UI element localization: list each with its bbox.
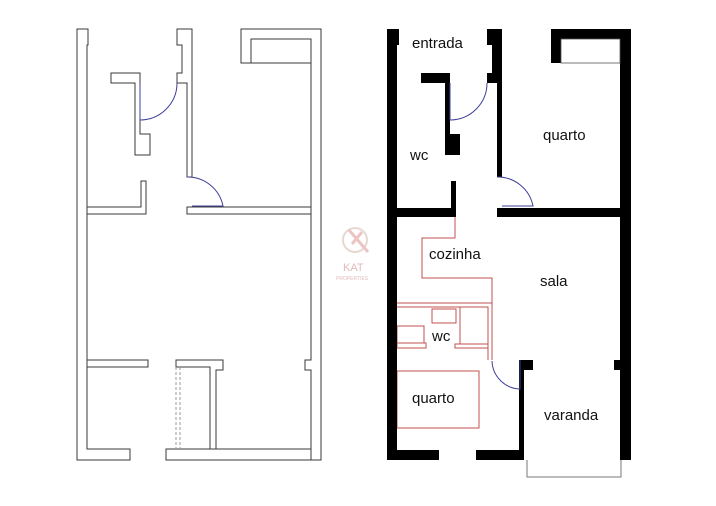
- room-label-quarto: quarto: [543, 127, 586, 144]
- bottom-wall: [476, 450, 524, 460]
- watermark-logo: KAT PROPERTIES: [336, 227, 370, 282]
- room-label-wc: wc: [431, 328, 451, 345]
- wc-fixture: [459, 306, 489, 345]
- center-wall: [487, 29, 502, 177]
- door-swing: [491, 360, 521, 390]
- wc-fixture: [431, 308, 457, 324]
- room-label-entrada: entrada: [412, 35, 464, 52]
- room-label-sala: sala: [540, 273, 568, 290]
- wc-fixture: [396, 325, 425, 344]
- middle-wall-right: [497, 208, 621, 217]
- lower-wall-left: [86, 359, 149, 368]
- middle-wall-right: [186, 206, 312, 215]
- built-in-closet: [560, 38, 621, 64]
- watermark-tagline: PROPERTIES: [336, 276, 369, 282]
- door-swing: [449, 82, 488, 121]
- room-label-cozinha: cozinha: [429, 246, 481, 263]
- bottom-right-wall: [165, 448, 312, 461]
- room-label-quarto: quarto: [412, 390, 455, 407]
- balcony-wall: [519, 360, 533, 460]
- wc-wall: [421, 73, 460, 155]
- watermark-brand: KAT: [343, 262, 364, 274]
- outer-left-wall: [76, 28, 131, 461]
- center-wall: [176, 28, 193, 178]
- outer-left-wall: [387, 29, 439, 460]
- middle-wall-left: [397, 181, 456, 217]
- wc-wall: [396, 342, 427, 349]
- original-plan: [76, 28, 322, 461]
- balcony-outline: [526, 460, 622, 478]
- wc-wall: [454, 343, 489, 349]
- renovated-plan: entrada quarto wc cozinha sala wc quarto…: [387, 29, 631, 478]
- outer-right-wall: [551, 29, 631, 460]
- door-swing: [496, 176, 534, 207]
- lower-wall-center: [175, 359, 224, 450]
- wc-wall: [110, 72, 151, 156]
- outer-right-wall: [240, 28, 322, 461]
- door-swing: [139, 82, 178, 121]
- room-label-varanda: varanda: [544, 407, 599, 424]
- kitchen-partition: [421, 217, 493, 360]
- room-label-wc: wc: [409, 147, 429, 164]
- door-swing: [186, 176, 224, 207]
- middle-wall-left: [86, 180, 147, 215]
- built-in-closet: [250, 38, 312, 64]
